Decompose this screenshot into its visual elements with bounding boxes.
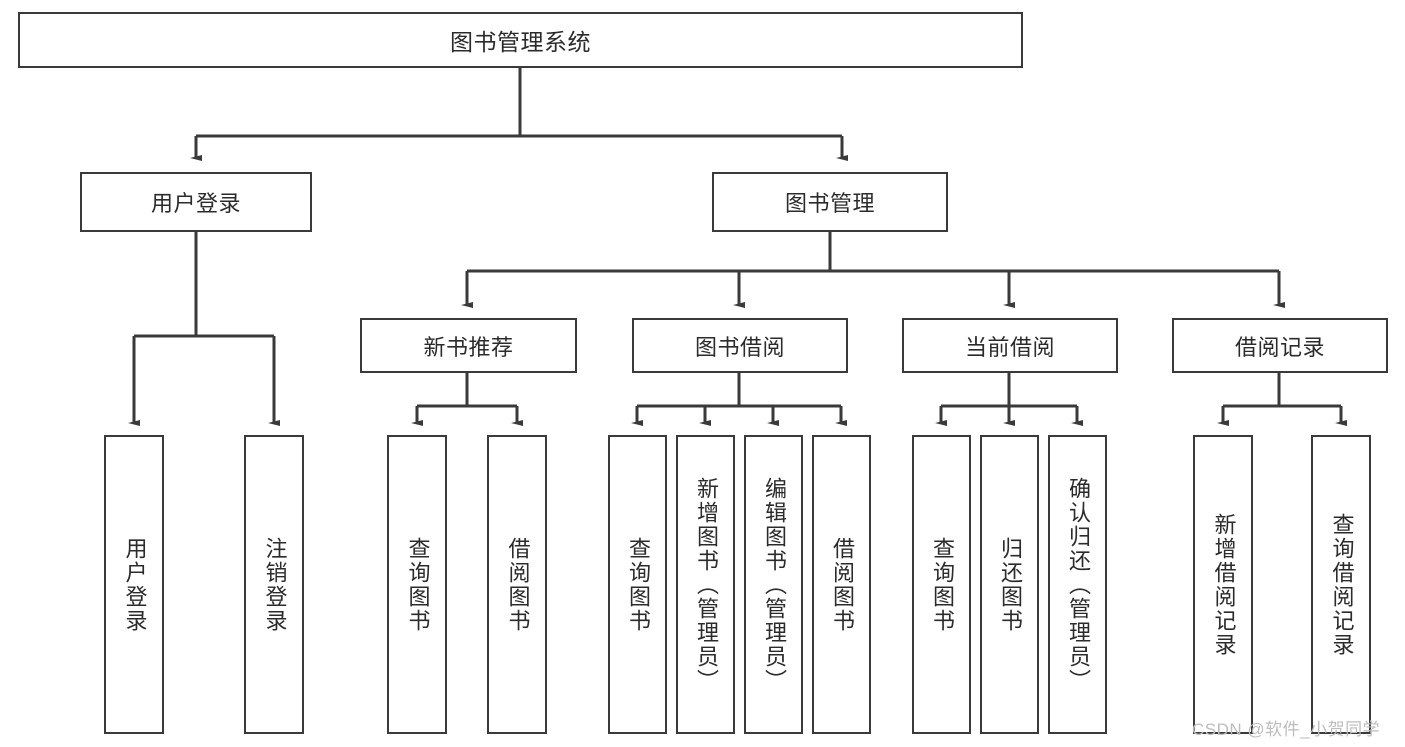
- node-label: 图书管理系统: [450, 29, 591, 55]
- node-book-management[interactable]: 图书管理: [712, 172, 948, 232]
- node-label: 查询图书: [405, 536, 431, 633]
- leaf-current-borrow-confirm-return-admin[interactable]: 确认归还（管理员）: [1048, 435, 1107, 734]
- leaf-current-borrow-return-book[interactable]: 归还图书: [980, 435, 1039, 734]
- node-label: 确认归还（管理员）: [1065, 476, 1091, 693]
- node-label: 图书管理: [784, 191, 875, 216]
- node-label: 借阅图书: [505, 536, 531, 633]
- leaf-borrow-record-add-record[interactable]: 新增借阅记录: [1193, 435, 1253, 734]
- node-label: 图书借阅: [694, 334, 785, 360]
- node-label: 查询图书: [625, 536, 651, 633]
- node-book-borrow[interactable]: 图书借阅: [632, 318, 848, 373]
- node-label: 用户登录: [122, 536, 148, 633]
- node-label: 借阅记录: [1234, 334, 1325, 360]
- node-label: 借阅图书: [829, 536, 855, 633]
- node-new-book-recommend[interactable]: 新书推荐: [360, 318, 577, 373]
- node-user-login[interactable]: 用户登录: [80, 172, 312, 232]
- leaf-current-borrow-query-book[interactable]: 查询图书: [912, 435, 971, 734]
- leaf-book-borrow-edit-book-admin[interactable]: 编辑图书（管理员）: [744, 435, 803, 734]
- node-label: 用户登录: [150, 191, 241, 216]
- leaf-user-login-login[interactable]: 用户登录: [104, 435, 164, 734]
- node-label: 新增图书（管理员）: [693, 476, 719, 693]
- leaf-book-borrow-add-book-admin[interactable]: 新增图书（管理员）: [676, 435, 735, 734]
- leaf-book-borrow-borrow-book[interactable]: 借阅图书: [812, 435, 871, 734]
- node-label: 注销登录: [262, 536, 288, 633]
- leaf-book-borrow-query-book[interactable]: 查询图书: [608, 435, 667, 734]
- node-label: 当前借阅: [964, 334, 1055, 360]
- leaf-borrow-record-query-record[interactable]: 查询借阅记录: [1311, 435, 1371, 734]
- leaf-new-book-borrow-book[interactable]: 借阅图书: [487, 435, 547, 734]
- node-label: 查询图书: [929, 536, 955, 633]
- node-label: 新增借阅记录: [1211, 512, 1237, 657]
- node-root-book-management-system[interactable]: 图书管理系统: [18, 12, 1023, 68]
- node-label: 归还图书: [997, 536, 1023, 633]
- node-borrow-record[interactable]: 借阅记录: [1172, 318, 1388, 373]
- node-label: 查询借阅记录: [1329, 512, 1355, 657]
- node-label: 编辑图书（管理员）: [761, 476, 787, 693]
- leaf-user-login-logout[interactable]: 注销登录: [244, 435, 304, 734]
- leaf-new-book-query-book[interactable]: 查询图书: [387, 435, 447, 734]
- node-label: 新书推荐: [423, 334, 514, 360]
- node-current-borrow[interactable]: 当前借阅: [902, 318, 1118, 373]
